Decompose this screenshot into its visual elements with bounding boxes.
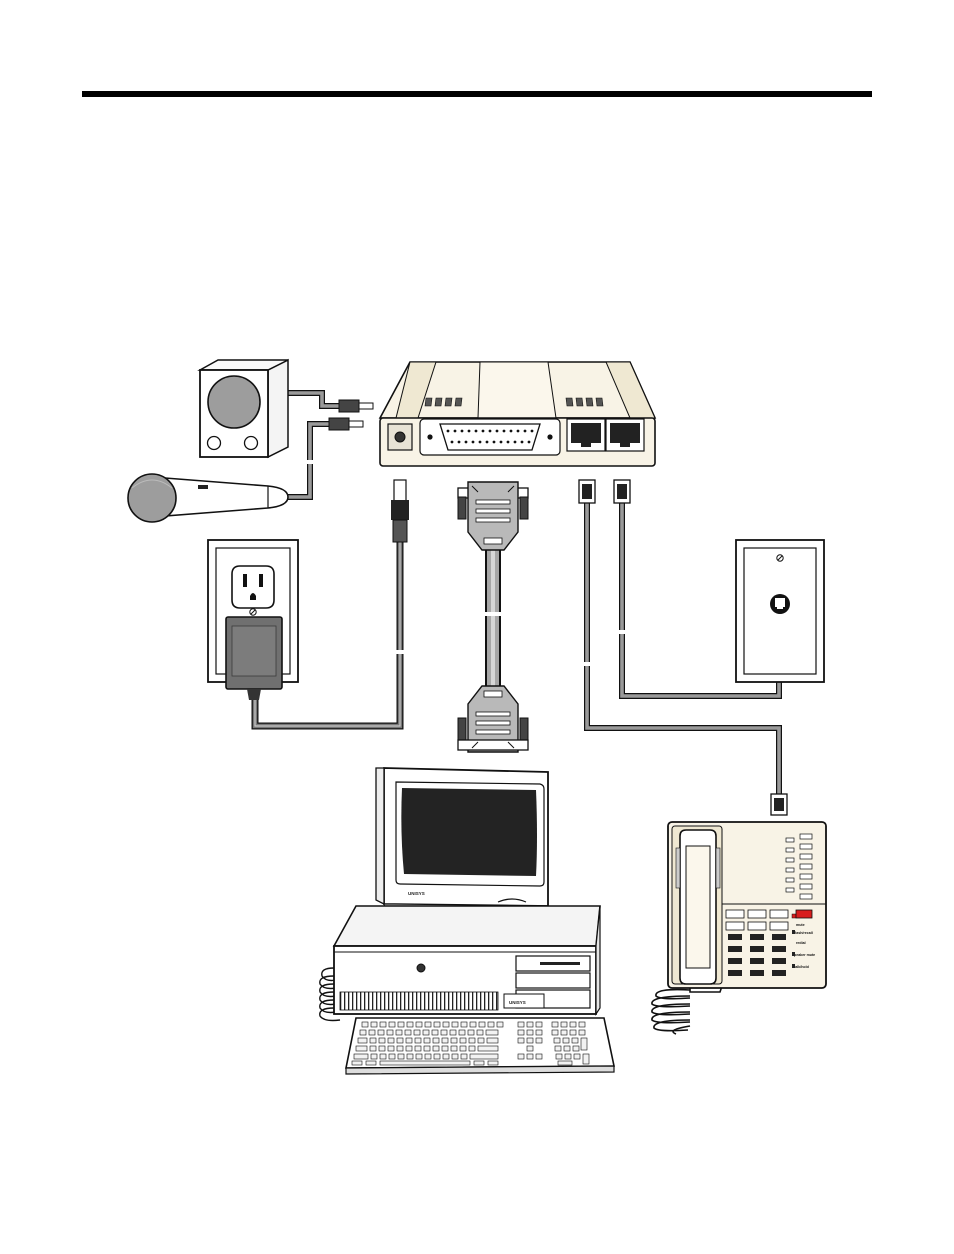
microphone-plug-icon (328, 417, 364, 431)
power-plug-icon (391, 479, 409, 543)
modem-icon (378, 361, 657, 467)
phone-key-label: speaker mute (792, 953, 815, 957)
telephone-icon: mute flash/recall redial speaker mute ta… (651, 821, 827, 1035)
db25-port-icon (419, 418, 561, 456)
microphone-icon (127, 473, 289, 523)
cpu-case-icon: UNISYS (332, 905, 601, 1016)
handset-cord-icon (651, 984, 723, 1035)
power-jack-icon (387, 423, 413, 451)
phone-key-label: flash/recall (794, 931, 813, 935)
keyboard-cord-icon (319, 967, 341, 1022)
keyboard-keys (351, 1021, 590, 1066)
header-rule (82, 91, 872, 97)
keyboard-icon (345, 1017, 615, 1075)
rj11-jacks-icon (566, 418, 645, 452)
desktop-computer-icon: UNISYS UNISYS (319, 767, 615, 1075)
keypad-icon: mute flash/recall redial speaker mute ta… (725, 909, 815, 976)
phone-key-label: redial (796, 941, 806, 945)
phone-key-label: talk/hold (794, 965, 809, 969)
db25-connector-bottom-icon (457, 685, 529, 753)
power-adapter-icon (225, 616, 283, 700)
phone-jack-icon (735, 539, 825, 683)
db25-connector-top-icon (457, 481, 529, 551)
speaker-plug-icon (338, 399, 374, 413)
phone-key-label: mute (796, 923, 805, 927)
speaker-icon (197, 358, 289, 459)
modem-leds (424, 397, 604, 407)
memory-keys-icon (785, 833, 813, 900)
cpu-brand-label: UNISYS (509, 1000, 526, 1005)
monitor-brand-label: UNISYS (408, 891, 425, 896)
handset-icon (675, 829, 721, 985)
hold-button (795, 909, 813, 919)
